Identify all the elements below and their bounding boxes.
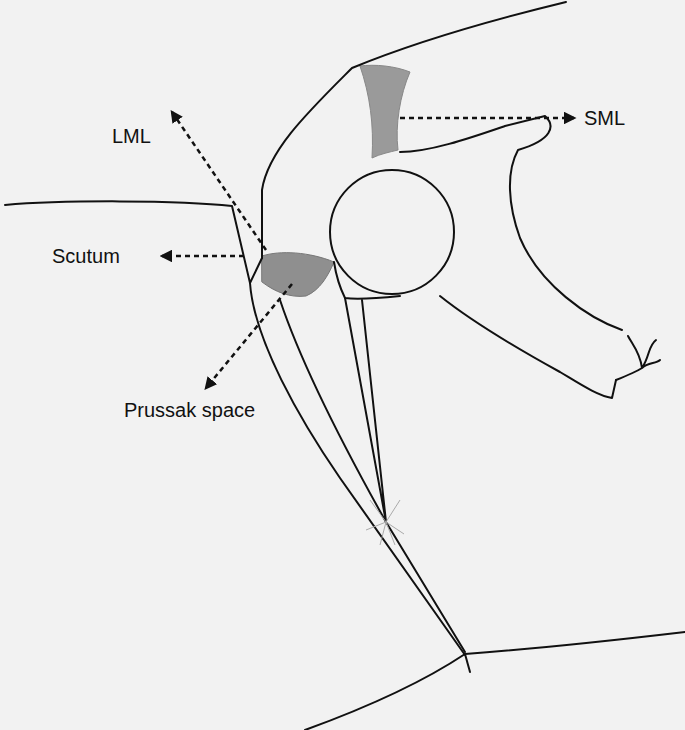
tympanic-membrane-inner <box>280 300 465 652</box>
incus-long-process <box>440 296 616 398</box>
superior-malleal-ligament <box>360 65 410 158</box>
annulus <box>465 654 470 672</box>
canal-floor <box>305 632 685 730</box>
attic-wall <box>262 2 566 258</box>
part-label: Scutum <box>52 244 120 268</box>
stapes <box>616 336 660 380</box>
malleus-head <box>330 170 454 294</box>
malleus-neck <box>334 262 400 299</box>
incus-body <box>400 116 622 330</box>
part-label: Prussak space <box>124 398 255 422</box>
scutum-wall <box>5 201 262 283</box>
tympanic-membrane <box>250 283 465 655</box>
manubrium <box>345 298 386 522</box>
umbo-rays <box>366 500 404 545</box>
leader-arrow <box>162 255 244 258</box>
lateral-malleal-ligament <box>262 253 334 297</box>
part-label: SML <box>584 106 625 130</box>
leader-arrow <box>206 284 292 388</box>
leader-arrow <box>172 112 266 250</box>
leader-arrow <box>400 117 574 120</box>
part-label: LML <box>112 124 151 148</box>
